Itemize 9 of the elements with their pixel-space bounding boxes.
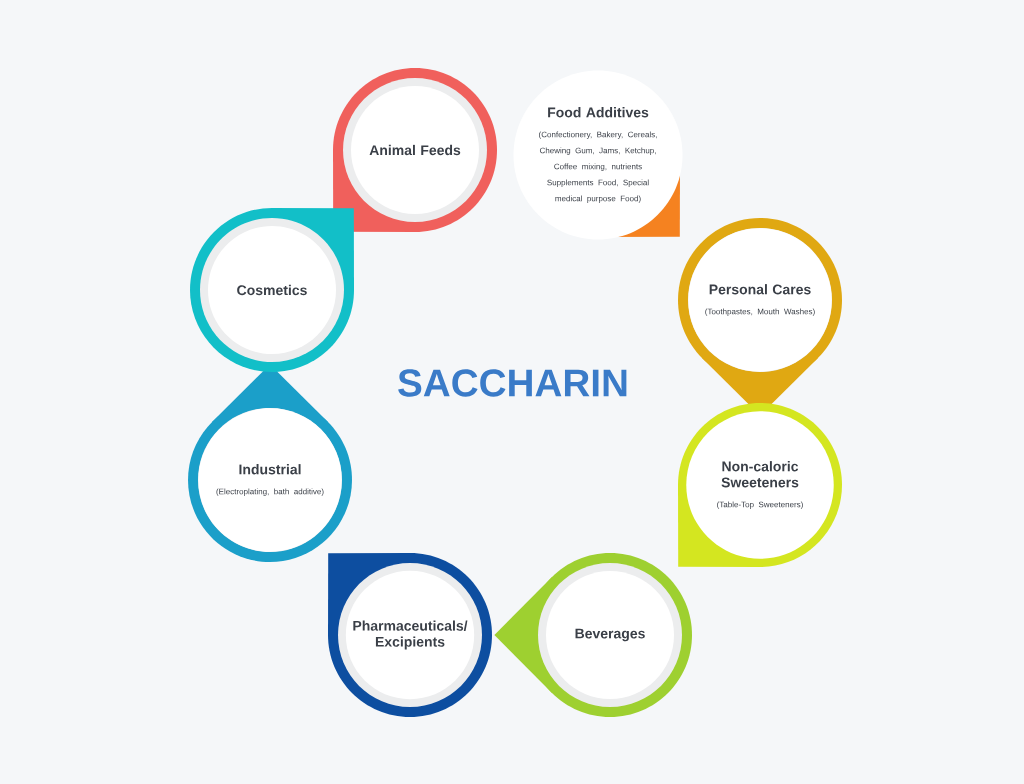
circle-node: Animal Feeds [333, 68, 497, 232]
circle-node: Pharmaceuticals/ Excipients [328, 553, 492, 717]
circle-node: Personal Cares (Toothpastes, Mouth Washes) [678, 218, 842, 416]
circle-node: Beverages [494, 553, 692, 717]
title: SACCHARIN [398, 369, 627, 397]
circle-node: Food Additives (Confectionery, Bakery, Cereals, Chewing Gum, Jams, Ketchup, Coffee mixing, nutrients Supplements Food, Special medical purpose Food) [513, 70, 683, 240]
circle-node: Industrial (Electroplating, bath additive) [188, 364, 352, 562]
circle-node: Non-caloric Sweeteners (Table-Top Sweeteners) [678, 403, 842, 567]
circle-node: Cosmetics [190, 208, 354, 372]
